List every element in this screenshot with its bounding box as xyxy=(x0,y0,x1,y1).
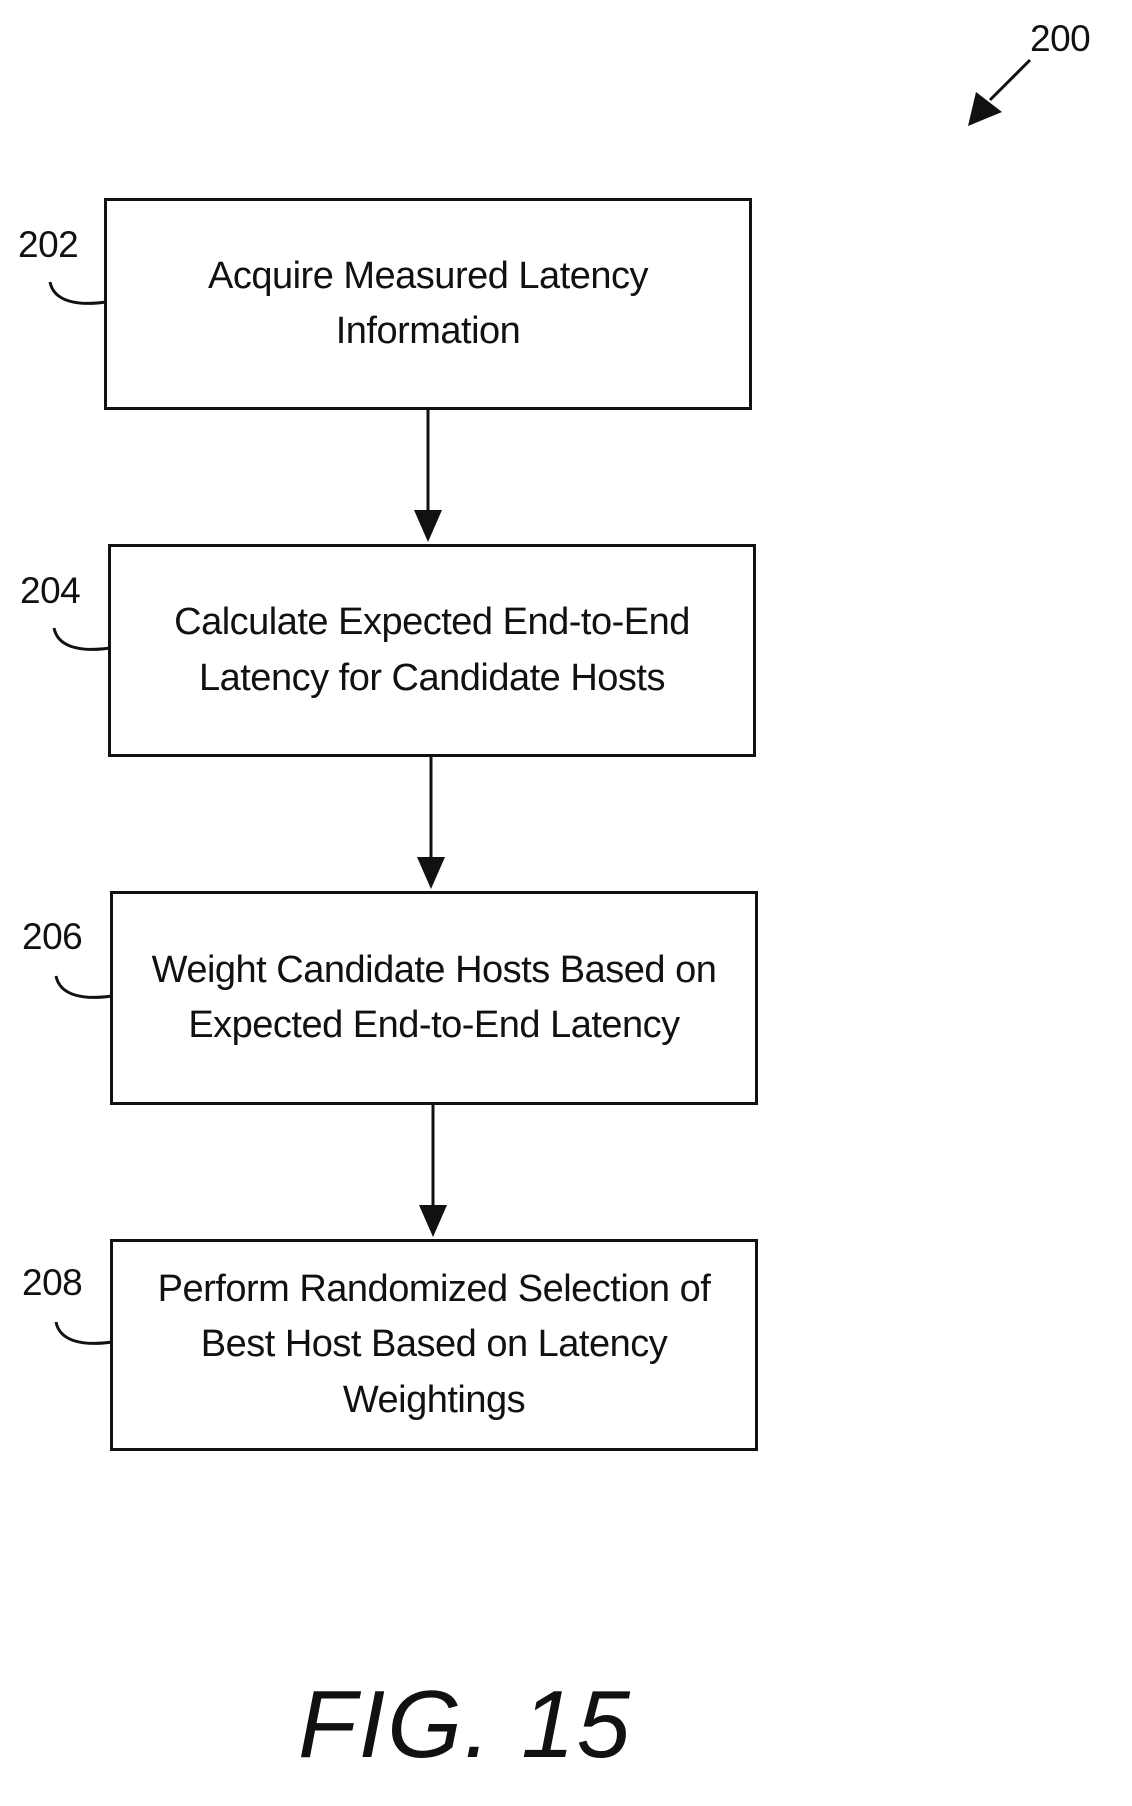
step-box-calculate-latency: Calculate Expected End-to-End Latency fo… xyxy=(108,544,756,757)
step-box-weight-hosts: Weight Candidate Hosts Based on Expected… xyxy=(110,891,758,1105)
leader-line-208 xyxy=(56,1322,112,1343)
step-box-acquire-latency: Acquire Measured Latency Information xyxy=(104,198,752,410)
step-text-randomized-selection: Perform Randomized Selection of Best Hos… xyxy=(158,1262,711,1427)
flow-arrow-2 xyxy=(417,757,445,889)
step-ref-206: 206 xyxy=(22,918,82,955)
step-ref-208: 208 xyxy=(22,1264,82,1301)
step-text-calculate-latency: Calculate Expected End-to-End Latency fo… xyxy=(174,595,690,705)
leader-line-204 xyxy=(54,628,110,649)
flow-arrow-1 xyxy=(414,410,442,542)
figure-reference-arrow xyxy=(968,60,1030,126)
step-text-weight-hosts: Weight Candidate Hosts Based on Expected… xyxy=(152,943,717,1053)
figure-reference-number: 200 xyxy=(1030,20,1090,57)
step-text-acquire-latency: Acquire Measured Latency Information xyxy=(208,249,648,359)
step-box-randomized-selection: Perform Randomized Selection of Best Hos… xyxy=(110,1239,758,1451)
figure-caption: FIG. 15 xyxy=(0,1670,930,1780)
step-ref-204: 204 xyxy=(20,572,80,609)
leader-line-206 xyxy=(56,976,112,997)
step-ref-202: 202 xyxy=(18,226,78,263)
flow-arrow-3 xyxy=(419,1105,447,1237)
leader-line-202 xyxy=(50,282,106,303)
